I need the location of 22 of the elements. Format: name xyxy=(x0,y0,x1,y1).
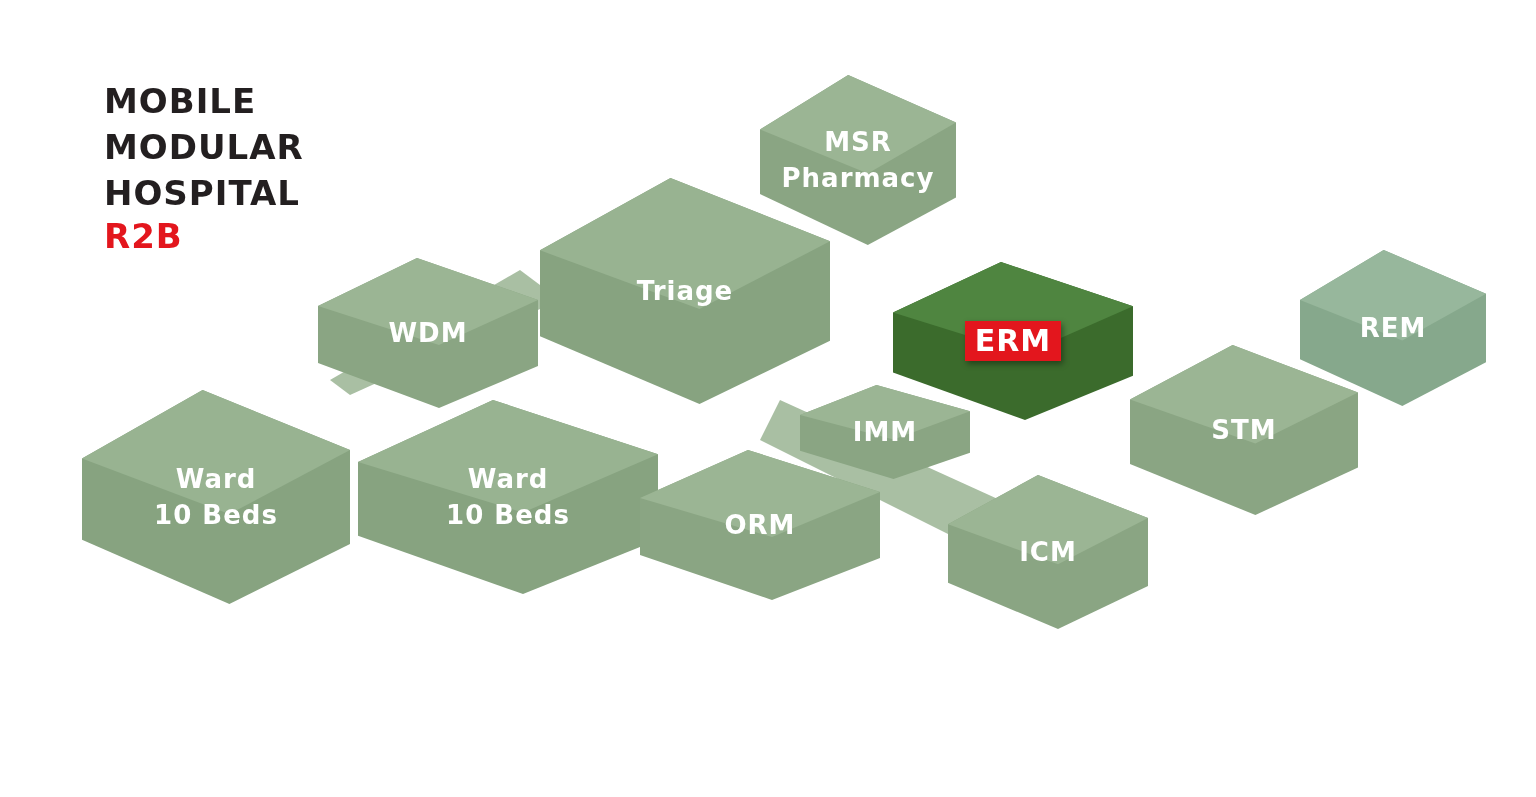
container-module-drawing xyxy=(1130,345,1358,515)
tent-module-drawing xyxy=(358,400,658,594)
module-label: REM xyxy=(1359,312,1427,345)
module-label: Ward 10 Beds xyxy=(153,463,279,532)
container-module-drawing xyxy=(318,258,538,408)
module-label: ORM xyxy=(724,509,796,542)
module-label: STM xyxy=(1211,414,1277,447)
module-label: ICM xyxy=(1019,536,1077,569)
title: MOBILE MODULAR HOSPITAL xyxy=(104,80,305,215)
highlighted-module-tag: ERM xyxy=(964,321,1062,361)
module-label: WDM xyxy=(388,317,468,350)
module-label: IMM xyxy=(852,416,918,449)
module-label: Ward 10 Beds xyxy=(445,463,571,532)
container-module-drawing xyxy=(948,475,1148,629)
container-module-drawing xyxy=(1300,250,1486,406)
subtitle-code: R2B xyxy=(104,216,183,256)
container-module-drawing xyxy=(800,385,970,479)
container-module-drawing xyxy=(760,75,956,245)
module-label: MSR Pharmacy xyxy=(780,126,936,195)
module-label: Triage xyxy=(636,275,734,308)
container-module-drawing xyxy=(893,262,1133,420)
tent-module-drawing xyxy=(82,390,350,604)
